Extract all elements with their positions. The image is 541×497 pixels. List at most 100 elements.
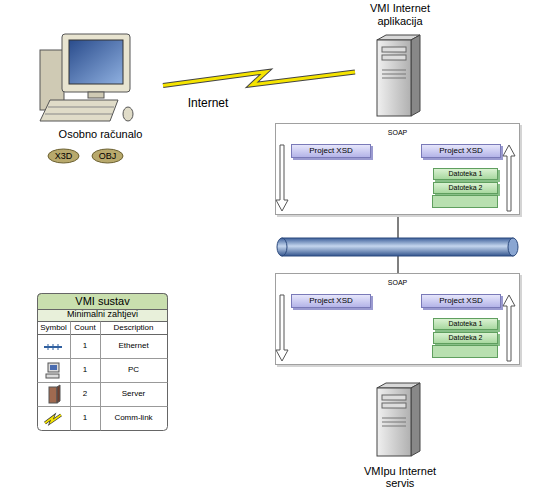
file-box: Datoteka 1 (433, 168, 498, 180)
table-cell: Ethernet (100, 342, 167, 351)
node-text: Project XSD (292, 146, 370, 155)
device-node: VMI Internet aplikacija (355, 0, 445, 120)
wire (397, 215, 399, 239)
node-text: Project XSD (292, 296, 370, 305)
file-box-empty (433, 346, 498, 358)
file-box: Datoteka 2 (433, 182, 498, 194)
ethernet-symbol (44, 344, 62, 350)
server-front (377, 388, 411, 456)
server-drive (382, 403, 406, 408)
node-text: Datoteka 1 (434, 170, 497, 178)
server-drive (382, 55, 406, 60)
table-cell: PC (100, 366, 167, 375)
up-arrow (503, 145, 515, 211)
table-rule (38, 358, 168, 359)
node-text: Datoteka 2 (434, 184, 497, 192)
symbol-keyboard (46, 374, 59, 378)
server-symbol (49, 385, 60, 403)
table-rule (38, 334, 168, 335)
soap-panel: SOAP Project XSD Project XSD Datoteka 1 Dato… (275, 123, 520, 215)
device-node: Osobno računalo (38, 28, 163, 143)
table-header (38, 294, 168, 310)
symbol-screen (50, 365, 57, 370)
pc-monitor (62, 34, 130, 92)
symbol-bolt (45, 415, 61, 423)
file-box: Datoteka 1 (433, 318, 498, 330)
soap-panel: SOAP Project XSD Project XSD Datoteka 1 Dato… (275, 273, 520, 365)
pc-icon (40, 34, 133, 121)
table-cell: Count (70, 324, 100, 333)
table-cell: VMI sustav (37, 295, 168, 307)
ethernet-pipe (277, 238, 518, 256)
table-cell: 1 (70, 366, 100, 375)
node-text: SOAP (276, 279, 519, 287)
node-text: Datoteka 2 (434, 334, 497, 342)
table-cell: Symbol (37, 324, 70, 333)
node-text: Project XSD (422, 146, 500, 155)
pc-screen (69, 40, 123, 84)
device-node: VMIpu Internet servis (355, 378, 445, 492)
table-rule (100, 322, 101, 431)
pipe-cap (508, 238, 518, 256)
node-text: Osobno računalo (38, 128, 163, 141)
pipe-body (282, 238, 513, 256)
file-box-empty (433, 196, 498, 208)
pc-mouse (123, 107, 133, 121)
server-front (377, 40, 411, 116)
node-text: Project XSD (422, 296, 500, 305)
server-drive (382, 47, 406, 52)
table-cell: Minimalni zahtjevi (37, 310, 168, 320)
schema-box: Project XSD (421, 144, 501, 158)
table-cell: 2 (70, 390, 100, 399)
flow-arrows (276, 145, 515, 361)
ellipse-shape (48, 149, 79, 163)
node-text: SOAP (276, 129, 519, 137)
pc-keyboard-row (45, 114, 112, 115)
table-rule (38, 382, 168, 383)
server-slot (382, 422, 406, 423)
schema-box: Project XSD (421, 294, 501, 308)
server-drive (382, 395, 406, 400)
symbol-tick (53, 344, 54, 350)
comm-link (163, 72, 355, 86)
node-text: OBJ (91, 151, 124, 161)
down-arrow (276, 145, 288, 211)
pc-stand (88, 92, 104, 98)
server-slot (382, 426, 406, 427)
server-slot (382, 418, 406, 419)
server-side (411, 383, 420, 456)
comm-link-symbol (45, 415, 61, 423)
table-cell: Comm-link (100, 414, 167, 423)
server-icon (377, 35, 420, 116)
server-slot (382, 78, 406, 79)
table-cell: 1 (70, 342, 100, 351)
down-arrow (276, 295, 288, 361)
pipe-cap (277, 238, 287, 256)
format-ellipse: OBJ (91, 148, 124, 164)
pc-keyboard-row (48, 107, 114, 108)
schema-box: Project XSD (291, 294, 371, 308)
symbol-tick (58, 344, 59, 350)
table-frame (38, 294, 168, 431)
pc-symbol (46, 363, 59, 378)
symbol-server (49, 387, 57, 403)
symbol-tick (48, 344, 49, 350)
pc-keyboard (40, 100, 118, 121)
link-label: Internet (178, 97, 238, 110)
server-icon (377, 383, 420, 456)
bolt-outline (163, 72, 355, 86)
node-text: VMIpu Internet servis (355, 465, 445, 490)
symbol-bolt-outline (45, 415, 61, 423)
node-text: VMI Internet aplikacija (355, 2, 445, 27)
schema-box: Project XSD (291, 144, 371, 158)
server-slot (382, 70, 406, 71)
server-slot (382, 74, 406, 75)
symbol-server-side (57, 385, 60, 403)
server-side (411, 35, 420, 116)
ellipse-shape (92, 149, 123, 163)
